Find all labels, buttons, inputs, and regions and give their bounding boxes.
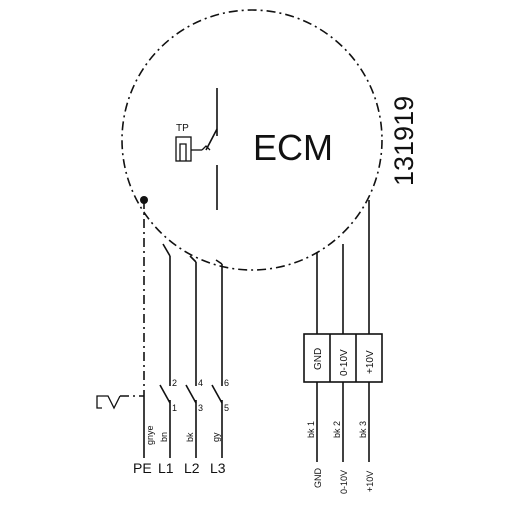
control-terminal-10v: +10V (365, 471, 375, 492)
control-wire-color-3: bk 3 (358, 421, 368, 438)
control-terminal-010v: 0-10V (339, 470, 349, 494)
mains-wire-l3 (211, 259, 223, 458)
drawing-number: 131919 (389, 96, 419, 186)
block-label-10v: +10V (365, 350, 376, 374)
block-label-010v: 0-10V (339, 349, 350, 376)
pe-junction-dot (140, 196, 148, 204)
mains-wire-l2 (185, 255, 197, 458)
contact-l2-bottom: 3 (198, 403, 203, 413)
contact-l3-top: 6 (224, 378, 229, 388)
thermal-protector-label: TP (176, 123, 189, 134)
contact-l1-bottom: 1 (172, 403, 177, 413)
motor-housing-outline (121, 9, 383, 271)
contact-l2-top: 4 (198, 378, 203, 388)
contact-l1-top: 2 (172, 378, 177, 388)
terminal-l3: L3 (210, 460, 226, 476)
control-terminal-gnd: GND (313, 468, 323, 489)
mains-wire-l1 (159, 243, 171, 458)
terminal-l1: L1 (158, 460, 174, 476)
wire-color-pe: gnye (145, 425, 155, 445)
terminal-pe: PE (133, 460, 152, 476)
block-label-gnd: GND (313, 348, 324, 370)
control-wire-color-1: bk 1 (306, 421, 316, 438)
main-switch-actuator-symbol (96, 395, 144, 410)
control-terminal-block (303, 333, 383, 383)
wire-color-l1: bn (159, 432, 169, 442)
motor-label: ECM (253, 127, 333, 168)
wire-color-l3: gy (211, 432, 221, 442)
thermal-protector-symbol (175, 88, 218, 210)
control-wire-color-2: bk 2 (332, 421, 342, 438)
wire-color-l2: bk (185, 432, 195, 442)
terminal-l2: L2 (184, 460, 200, 476)
contact-l3-bottom: 5 (224, 403, 229, 413)
